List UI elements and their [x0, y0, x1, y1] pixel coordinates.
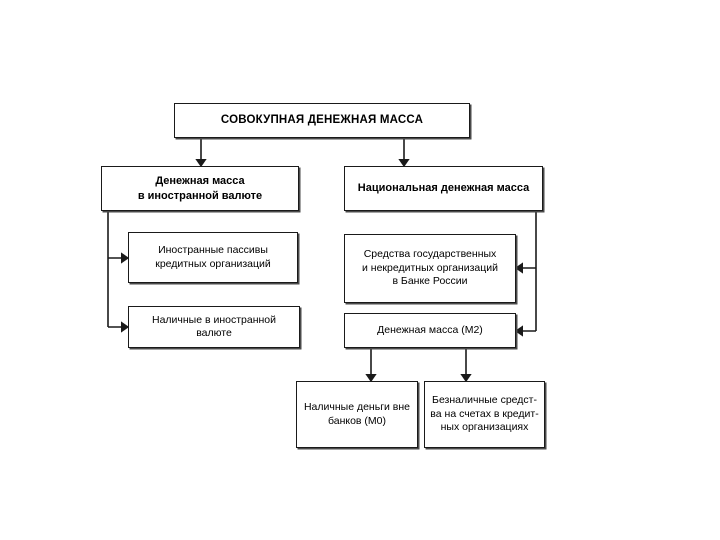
node-money-supply-m2[interactable]: Денежная масса (М2) [344, 313, 516, 348]
node-noncash-accounts-label: Безналичные средст- ва на счетах в креди… [430, 394, 539, 434]
node-foreign-liabilities-label: Иностранные пассивы кредитных организаци… [155, 244, 271, 270]
node-noncash-accounts[interactable]: Безналичные средст- ва на счетах в креди… [424, 381, 545, 448]
node-national-money[interactable]: Национальная денежная масса [344, 166, 543, 211]
node-foreign-cash-label: Наличные в иностранной валюте [151, 313, 277, 339]
node-national-money-label: Национальная денежная масса [357, 182, 530, 195]
node-foreign-currency-money[interactable]: Денежная масса в иностранной валюте [101, 166, 299, 211]
node-foreign-liabilities[interactable]: Иностранные пассивы кредитных организаци… [128, 232, 298, 283]
node-foreign-cash[interactable]: Наличные в иностранной валюте [128, 306, 300, 348]
node-state-funds-cbr[interactable]: Средства государственных и некредитных о… [344, 234, 516, 303]
node-foreign-currency-money-label: Денежная масса в иностранной валюте [137, 175, 263, 202]
node-total-money-supply[interactable]: СОВОКУПНАЯ ДЕНЕЖНАЯ МАССА [174, 103, 470, 138]
node-cash-outside-banks-m0-label: Наличные деньги вне банков (М0) [303, 401, 411, 427]
node-money-supply-m2-label: Денежная масса (М2) [377, 323, 483, 336]
node-total-money-supply-label: СОВОКУПНАЯ ДЕНЕЖНАЯ МАССА [220, 114, 424, 127]
node-cash-outside-banks-m0[interactable]: Наличные деньги вне банков (М0) [296, 381, 418, 448]
node-state-funds-cbr-label: Средства государственных и некредитных о… [362, 248, 498, 288]
